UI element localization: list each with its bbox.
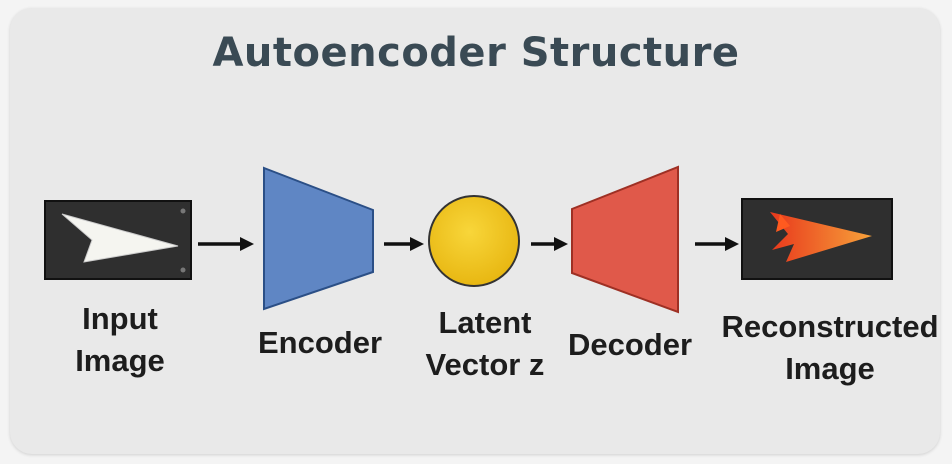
input-image-box — [44, 200, 192, 280]
decoder-shape — [571, 165, 679, 314]
input-image-label: Input Image — [75, 301, 165, 378]
flow-arrow-3 — [531, 237, 568, 251]
decoder-label: Decoder — [567, 327, 693, 362]
encoder-shape — [263, 166, 374, 311]
diagram-title: Autoencoder Structure — [212, 30, 740, 76]
reconstructed-image-label: Reconstructed Image — [721, 309, 939, 386]
input-arrow-glyph-icon — [61, 213, 179, 263]
latent-vector-label: Latent Vector z — [425, 305, 545, 382]
flow-arrow-2 — [384, 237, 424, 251]
reconstructed-image-box — [741, 198, 893, 280]
flow-arrow-1 — [198, 237, 254, 251]
encoder-label: Encoder — [257, 325, 383, 360]
flow-arrow-4 — [695, 237, 739, 251]
output-arrow-glyph-icon — [770, 212, 872, 262]
latent-vector-circle — [428, 195, 520, 287]
